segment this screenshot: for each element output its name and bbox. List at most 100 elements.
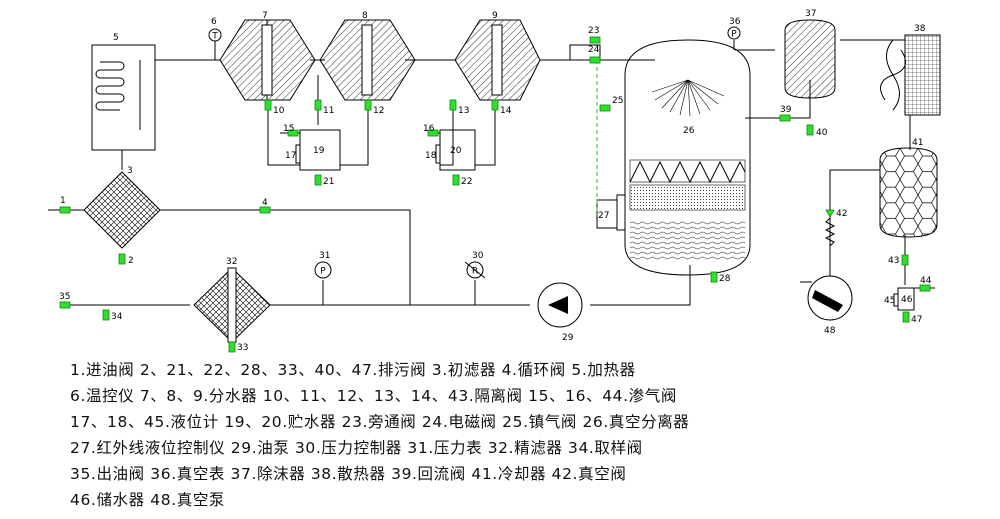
valve-35 bbox=[59, 301, 71, 309]
label-6: 6 bbox=[211, 17, 217, 27]
svg-text:T: T bbox=[211, 32, 218, 42]
label-36: 36 bbox=[729, 17, 741, 27]
valve-33 bbox=[228, 341, 236, 353]
legend-line: 1.进油阀 2、21、22、28、33、40、47.排污阀 3.初滤器 4.循环… bbox=[70, 361, 636, 379]
vacuum-valve bbox=[824, 209, 836, 247]
label-24: 24 bbox=[588, 45, 600, 55]
valve-14 bbox=[491, 99, 499, 111]
label-19: 19 bbox=[313, 146, 325, 156]
legend-line: 17、18、45.液位计 19、20.贮水器 23.旁通阀 24.电磁阀 25.… bbox=[70, 413, 690, 431]
label-2: 2 bbox=[128, 256, 134, 266]
label-21: 21 bbox=[323, 177, 334, 187]
label-16: 16 bbox=[423, 124, 435, 134]
label-34: 34 bbox=[111, 312, 123, 322]
label-9: 9 bbox=[492, 11, 498, 21]
label-1: 1 bbox=[60, 196, 66, 206]
valve-24 bbox=[589, 56, 601, 64]
prefilter bbox=[83, 171, 161, 249]
label-8: 8 bbox=[362, 11, 368, 21]
label-7: 7 bbox=[262, 11, 268, 21]
label-27: 27 bbox=[598, 211, 609, 221]
water-tanks bbox=[295, 129, 476, 171]
label-15: 15 bbox=[283, 124, 294, 134]
legend-line: 46.储水器 48.真空泵 bbox=[70, 491, 226, 509]
radiator bbox=[880, 34, 941, 116]
label-44: 44 bbox=[920, 276, 932, 286]
demister bbox=[784, 19, 836, 99]
label-45: 45 bbox=[884, 296, 895, 306]
label-30: 30 bbox=[472, 251, 484, 261]
label-46: 46 bbox=[901, 295, 913, 305]
label-29: 29 bbox=[562, 333, 574, 343]
valve-2 bbox=[118, 253, 126, 265]
valve-22 bbox=[452, 174, 460, 186]
valve-11 bbox=[314, 99, 322, 111]
vacuum-separator bbox=[624, 39, 751, 276]
label-26: 26 bbox=[683, 126, 695, 136]
label-39: 39 bbox=[780, 105, 792, 115]
label-28: 28 bbox=[719, 274, 731, 284]
heater bbox=[91, 44, 156, 151]
vacuum-pump bbox=[800, 275, 853, 321]
label-43: 43 bbox=[888, 256, 899, 266]
legend-line: 27.红外线液位控制仪 29.油泵 30.压力控制器 31.压力表 32.精滤器… bbox=[70, 439, 643, 457]
label-42: 42 bbox=[836, 209, 847, 219]
svg-text:P: P bbox=[320, 267, 326, 277]
valve-23 bbox=[589, 36, 601, 44]
valve-1 bbox=[59, 206, 71, 214]
valve-28 bbox=[710, 271, 718, 283]
number-labels: 1 2 3 4 5 6 7 8 9 10 11 12 13 14 15 16 1… bbox=[59, 9, 932, 353]
label-40: 40 bbox=[816, 128, 828, 138]
label-25: 25 bbox=[612, 96, 623, 106]
label-37: 37 bbox=[805, 9, 816, 19]
label-20: 20 bbox=[450, 146, 462, 156]
legend: 1.进油阀 2、21、22、28、33、40、47.排污阀 3.初滤器 4.循环… bbox=[70, 357, 990, 513]
pressure-gauge: P bbox=[314, 261, 332, 279]
label-5: 5 bbox=[113, 33, 119, 43]
label-31: 31 bbox=[319, 251, 330, 261]
valve-16 bbox=[427, 129, 439, 137]
valve-15 bbox=[287, 129, 299, 137]
label-4: 4 bbox=[262, 198, 268, 208]
valve-10 bbox=[264, 99, 272, 111]
label-33: 33 bbox=[237, 343, 248, 353]
water-separators bbox=[219, 19, 541, 101]
valve-13 bbox=[449, 99, 457, 111]
legend-line: 6.温控仪 7、8、9.分水器 10、11、12、13、14、43.隔离阀 15… bbox=[70, 387, 677, 405]
svg-text:P: P bbox=[731, 30, 737, 40]
valve-21 bbox=[314, 174, 322, 186]
pressure-controller: R bbox=[464, 261, 486, 279]
valve-44 bbox=[919, 284, 931, 292]
label-35: 35 bbox=[59, 292, 70, 302]
cooler bbox=[879, 147, 938, 238]
temperature-controller: T bbox=[208, 28, 222, 42]
fine-filter bbox=[193, 267, 271, 343]
label-38: 38 bbox=[914, 24, 926, 34]
valve-40 bbox=[806, 124, 814, 136]
label-47: 47 bbox=[911, 315, 922, 325]
label-11: 11 bbox=[323, 106, 334, 116]
label-10: 10 bbox=[273, 106, 285, 116]
valve-4 bbox=[259, 206, 271, 214]
label-23: 23 bbox=[588, 26, 599, 36]
label-12: 12 bbox=[373, 106, 384, 116]
valve-39 bbox=[779, 114, 791, 122]
valve-12 bbox=[364, 99, 372, 111]
label-18: 18 bbox=[425, 151, 437, 161]
valves bbox=[59, 36, 931, 353]
ir-level-controller bbox=[596, 60, 626, 231]
label-41: 41 bbox=[912, 138, 923, 148]
svg-text:R: R bbox=[472, 267, 478, 277]
label-32: 32 bbox=[226, 257, 237, 267]
valve-34 bbox=[102, 309, 110, 321]
valve-47 bbox=[902, 311, 910, 323]
label-17: 17 bbox=[285, 151, 296, 161]
oil-pump bbox=[537, 282, 583, 328]
valve-25 bbox=[599, 104, 611, 112]
legend-line: 35.出油阀 36.真空表 37.除沫器 38.散热器 39.回流阀 41.冷却… bbox=[70, 465, 627, 483]
label-48: 48 bbox=[824, 326, 836, 336]
vacuum-gauge: P bbox=[727, 26, 741, 40]
label-14: 14 bbox=[500, 106, 512, 116]
label-13: 13 bbox=[458, 106, 469, 116]
